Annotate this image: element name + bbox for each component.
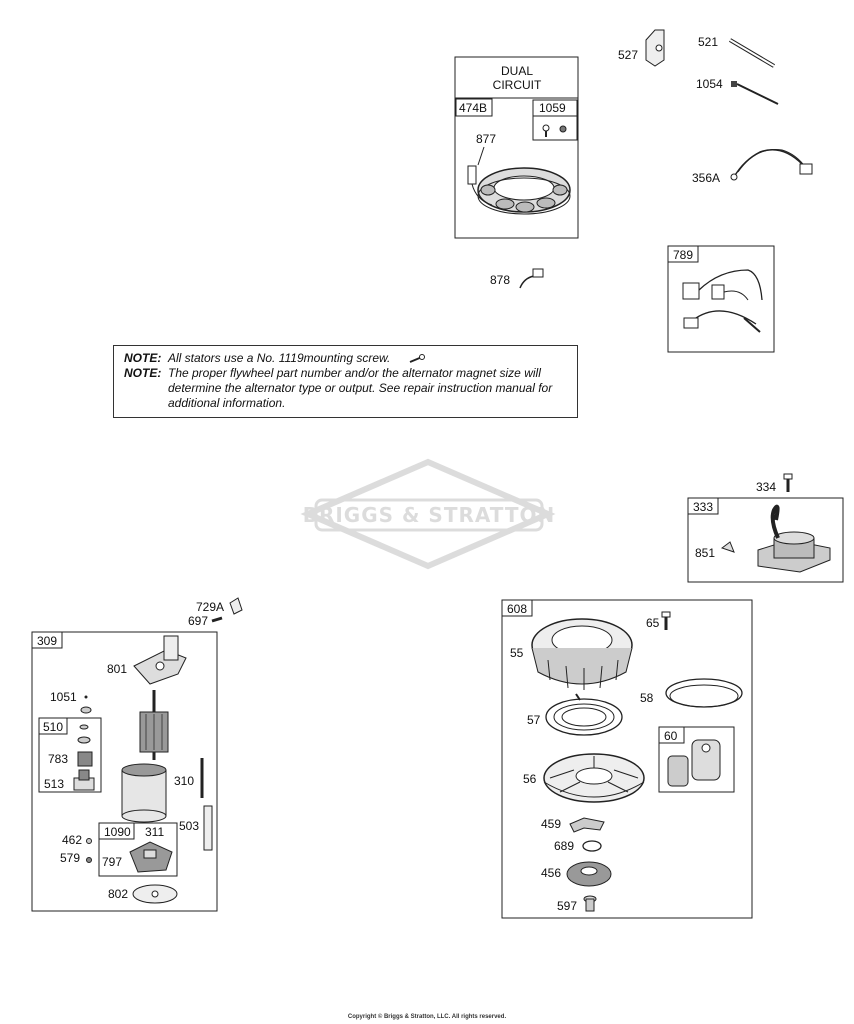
ref-851: 851 <box>695 546 715 560</box>
ref-456: 456 <box>541 866 561 880</box>
ref-309: 309 <box>37 634 57 648</box>
ref-333: 333 <box>693 500 713 514</box>
ref-310: 310 <box>174 774 194 788</box>
ignition-coil-icon <box>720 504 831 573</box>
ref-527: 527 <box>618 48 638 62</box>
wire-harness-icon <box>730 148 813 181</box>
ref-462: 462 <box>62 833 82 847</box>
ref-334: 334 <box>756 480 776 494</box>
watermark-text: BRIGGS & STRATTON <box>303 503 556 527</box>
starter-group: 729A 697 309 801 1051 510 783 <box>31 597 243 912</box>
ref-311: 311 <box>145 825 164 839</box>
ref-56: 56 <box>523 772 537 786</box>
spring-icon <box>545 693 623 736</box>
retainer-icon <box>566 861 612 887</box>
dual-label: DUAL <box>501 64 533 78</box>
pulley-icon <box>543 753 645 803</box>
pinion-icon <box>73 769 95 791</box>
ref-60: 60 <box>664 729 678 743</box>
starter-housing-icon <box>531 618 633 690</box>
end-cap-icon <box>133 635 187 685</box>
note-text-2: The proper flywheel part number and/or t… <box>168 366 553 410</box>
ref-729a: 729A <box>196 600 224 614</box>
ref-521: 521 <box>698 35 718 49</box>
ref-1090: 1090 <box>104 825 131 839</box>
housing-icon <box>121 763 167 823</box>
wiring-harness-icon <box>682 269 763 333</box>
note-line-2: NOTE: The proper flywheel part number an… <box>124 366 567 411</box>
note-text-1: All stators use a No. 1119mounting screw… <box>168 351 567 366</box>
armature-icon <box>139 690 169 760</box>
note-key-1: NOTE: <box>124 351 162 365</box>
ref-801: 801 <box>107 662 127 676</box>
bolt-65-icon <box>661 611 671 630</box>
handle-icon <box>667 739 721 787</box>
ref-513: 513 <box>44 777 64 791</box>
dual-circuit-frame <box>454 56 579 239</box>
end-plate-icon <box>132 884 178 904</box>
ref-57: 57 <box>527 713 541 727</box>
circuit-label: CIRCUIT <box>493 78 542 92</box>
ref-783: 783 <box>48 752 68 766</box>
ref-878: 878 <box>490 273 510 287</box>
gasket-icon <box>229 597 243 615</box>
rewind-group: 608 65 55 58 57 <box>501 599 753 919</box>
brush-1090-frame <box>98 822 178 877</box>
coil-333-frame <box>687 497 844 583</box>
ref-789: 789 <box>673 248 693 262</box>
ref-608: 608 <box>507 602 527 616</box>
ref-877: 877 <box>476 132 496 146</box>
stator-icon <box>467 165 571 215</box>
ref-510: 510 <box>43 720 63 734</box>
ref-474b: 474B <box>459 101 487 115</box>
ref-802: 802 <box>108 887 128 901</box>
pawl-icon <box>569 817 605 833</box>
drive-510-frame <box>38 717 102 793</box>
bracket-icon <box>645 29 665 67</box>
ignition-group: 334 333 851 <box>687 473 844 583</box>
starter-309-frame <box>31 631 218 912</box>
ref-58: 58 <box>640 691 654 705</box>
ref-503: 503 <box>179 819 199 833</box>
brush-holder-icon <box>129 841 173 873</box>
dual-circuit-alternator-group: DUAL CIRCUIT 474B 1059 877 878 <box>454 29 813 353</box>
bolt-icon <box>783 473 793 492</box>
ref-55: 55 <box>510 646 524 660</box>
connector-icon <box>519 268 544 289</box>
screw-597-icon <box>583 895 597 912</box>
copyright-text: Copyright © Briggs & Stratton, LLC. All … <box>347 1014 507 1020</box>
washer-icon <box>211 616 223 623</box>
ref-597: 597 <box>557 899 577 913</box>
ref-797: 797 <box>102 855 122 869</box>
ref-1051: 1051 <box>50 690 77 704</box>
ref-356a: 356A <box>692 171 720 185</box>
ref-579: 579 <box>60 851 80 865</box>
cable-tie-icon <box>731 81 779 105</box>
rewind-608-frame <box>501 599 753 919</box>
brand-watermark: BRIGGS & STRATTON <box>300 458 556 570</box>
bracket-503-icon <box>203 805 213 851</box>
ref-459: 459 <box>541 817 561 831</box>
screw-icon <box>542 124 567 137</box>
ref-1059: 1059 <box>539 101 566 115</box>
note-key-2: NOTE: <box>124 366 162 380</box>
rope-icon <box>665 678 743 708</box>
harness-789-frame <box>667 245 775 353</box>
ref-1054: 1054 <box>696 77 723 91</box>
notes-box: NOTE: All stators use a No. 1119mounting… <box>113 345 578 418</box>
ref-697: 697 <box>188 614 208 628</box>
ref-689: 689 <box>554 839 574 853</box>
ref-65: 65 <box>646 616 660 630</box>
note-text-1-value: All stators use a No. 1119mounting screw… <box>168 351 391 365</box>
note-line-1: NOTE: All stators use a No. 1119mounting… <box>124 351 567 366</box>
clip-icon <box>582 840 602 852</box>
gear-icon <box>77 751 93 767</box>
mounting-screw-icon <box>409 353 425 363</box>
handle-60-frame <box>658 726 735 793</box>
